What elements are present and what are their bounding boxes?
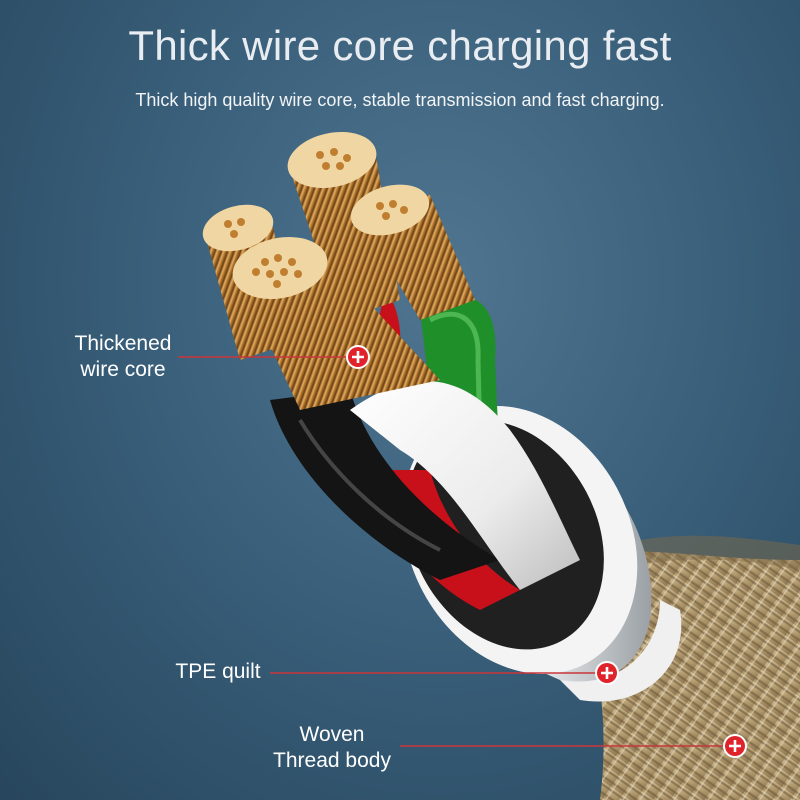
- callout-line: wire core: [80, 358, 166, 381]
- callout-line: Thickened: [74, 332, 172, 355]
- plus-marker-icon[interactable]: [595, 661, 619, 685]
- plus-marker-icon[interactable]: [723, 734, 747, 758]
- callout-line: Woven: [299, 723, 365, 746]
- page-subtitle: Thick high quality wire core, stable tra…: [135, 90, 665, 110]
- callout-line: Thread body: [273, 749, 391, 772]
- callout-lines: [178, 356, 724, 747]
- plus-marker-icon[interactable]: [346, 345, 370, 369]
- page-title: Thick wire core charging fast: [128, 22, 672, 69]
- callout-woven-thread-body: Woven Thread body: [258, 722, 406, 774]
- callout-tpe-quilt: TPE quilt: [160, 659, 276, 685]
- copper-wire-cores: [202, 131, 475, 410]
- callout-line: TPE quilt: [175, 660, 261, 683]
- callout-thickened-wire-core: Thickened wire core: [58, 331, 188, 383]
